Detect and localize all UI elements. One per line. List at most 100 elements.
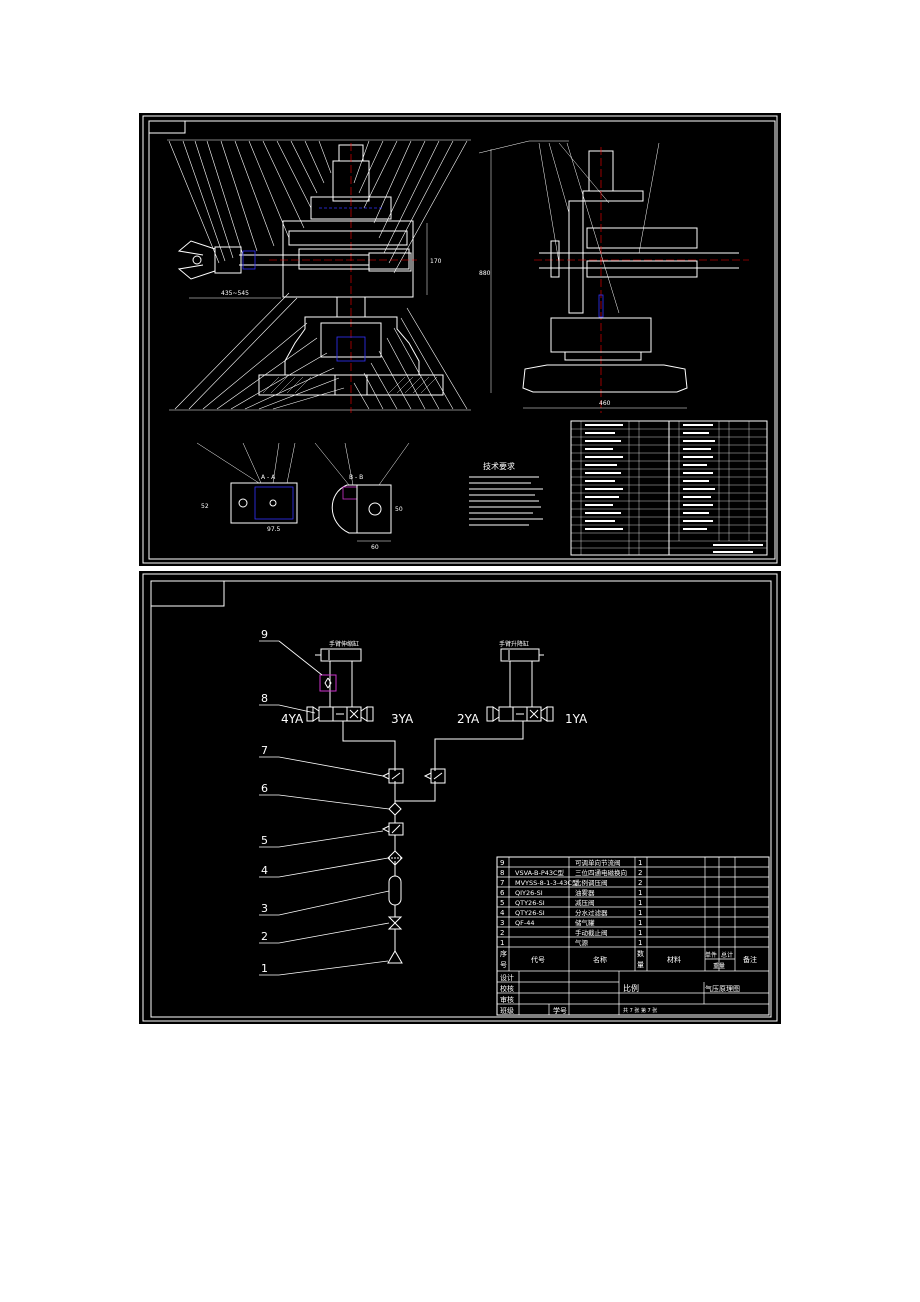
- callout-labels: 9 8 7 6 5 4 3 2 1: [259, 628, 390, 976]
- section-bb-label: B - B: [349, 474, 363, 481]
- bom-header-seq-a: 序: [500, 949, 507, 958]
- dim-height-main: 170: [430, 258, 442, 265]
- bom-row-qty: 1: [638, 939, 642, 947]
- right-cylinder-label: 手臂升降缸: [499, 640, 529, 648]
- callout-9: 9: [261, 628, 268, 641]
- callout-3: 3: [261, 902, 268, 915]
- pipe-network: [342, 721, 524, 951]
- left-cylinder: 手臂伸缩缸: [315, 640, 362, 707]
- bom-row-qty: 1: [638, 899, 642, 907]
- callout-1: 1: [261, 962, 268, 975]
- air-source-symbol: [387, 950, 403, 964]
- bom-row-no: 4: [500, 909, 505, 917]
- callout-6: 6: [261, 782, 268, 795]
- bom-row-name: 手动截止阀: [575, 928, 608, 937]
- solenoid-3ya: 3YA: [391, 712, 414, 726]
- bom-row-no: 7: [500, 879, 504, 887]
- left-cylinder-label: 手臂伸缩缸: [329, 640, 359, 648]
- dim-bb-height: 50: [395, 506, 403, 513]
- outer-border: [142, 573, 778, 1022]
- bom-row-no: 5: [500, 899, 504, 907]
- section-aa: A - A 97.5 52: [196, 442, 298, 533]
- bom-row-code: VSVA-B-P43C型: [515, 868, 565, 877]
- callout-8: 8: [261, 692, 268, 705]
- title-design: 设计: [500, 973, 514, 982]
- bom-header-seq-b: 号: [500, 961, 507, 969]
- dim-bb-width: 60: [371, 544, 379, 551]
- section-aa-label: A - A: [261, 474, 276, 481]
- bom-row-qty: 1: [638, 909, 642, 917]
- bom-row-name: 油雾器: [575, 888, 595, 897]
- bom-row: 6 QIY26-SI 油雾器 1: [500, 888, 642, 897]
- bom-row-code: QTY26-SI: [515, 909, 545, 917]
- proportional-valve-right[interactable]: [423, 768, 446, 784]
- side-view: 880 460: [478, 140, 749, 413]
- outer-border: [142, 115, 778, 564]
- bom-row-qty: 1: [638, 919, 642, 927]
- manual-shutoff-valve[interactable]: [387, 916, 403, 930]
- bom-row-code: QTY26-SI: [515, 899, 545, 907]
- bom-row-no: 6: [500, 889, 505, 897]
- bom-row-qty: 1: [638, 859, 642, 867]
- front-view: 435~545 170: [167, 139, 471, 413]
- bom-row-name: 三位四通电磁换向: [575, 868, 627, 877]
- bom-header-weight-a: 单件: [705, 951, 717, 959]
- bom-row-no: 8: [500, 869, 504, 877]
- title-class: 班级: [500, 1006, 514, 1015]
- dim-aa-width: 97.5: [267, 526, 281, 533]
- title-sheet-info: 共 7 张 第 7 张: [623, 1007, 657, 1014]
- bom-row-qty: 2: [638, 879, 642, 887]
- bom-row-name: 气源: [575, 938, 589, 947]
- inner-border: [148, 120, 776, 560]
- bom-row-code: QF-44: [515, 919, 534, 927]
- title-student-no: 学号: [553, 1006, 567, 1015]
- bom-row: 2 手动截止阀 1: [500, 928, 642, 937]
- bom-header-code: 代号: [531, 955, 545, 964]
- proportional-valve-left[interactable]: [381, 768, 404, 784]
- title-scale: 比例: [623, 983, 639, 993]
- title-review: 审核: [500, 995, 514, 1004]
- bom-row-name: 可调单向节流阀: [575, 858, 621, 867]
- bom-row-qty: 2: [638, 869, 642, 877]
- bom-row-code: QIY26-SI: [515, 889, 543, 897]
- dim-height-side: 880: [479, 270, 491, 277]
- bom-header-qty-b: 量: [637, 961, 644, 969]
- title-check: 校核: [500, 984, 514, 993]
- solenoid-1ya: 1YA: [565, 712, 588, 726]
- right-solenoid-valve[interactable]: [486, 706, 554, 722]
- left-solenoid-valve[interactable]: [306, 706, 374, 722]
- bom-table-sheet1: [570, 420, 768, 556]
- corner-code-box: [150, 580, 225, 607]
- lubricator-symbol: [388, 802, 402, 816]
- bom-header-material: 材料: [667, 955, 681, 964]
- dim-width-main: 435~545: [221, 290, 249, 297]
- water-filter-symbol: [387, 850, 403, 866]
- assembly-drawing-sheet: 435~545 170: [139, 113, 781, 566]
- callout-5: 5: [261, 834, 268, 847]
- bom-header-qty-a: 数: [637, 949, 644, 958]
- solenoid-4ya: 4YA: [281, 712, 304, 726]
- solenoid-2ya: 2YA: [457, 712, 480, 726]
- pressure-reducing-valve[interactable]: [381, 822, 404, 836]
- bom-row-code: MVYSS-8-1-3-43C型: [515, 878, 579, 887]
- section-bb: B - B 60 50: [314, 442, 410, 551]
- bom-row-no: 3: [500, 919, 504, 927]
- bom-row-qty: 1: [638, 889, 642, 897]
- bom-row-qty: 1: [638, 929, 642, 937]
- bom-row-name: 储气罐: [575, 918, 595, 927]
- bom-header-weight-b: 总计: [721, 951, 733, 959]
- bom-header-note: 备注: [743, 955, 757, 964]
- technical-requirements: 技术要求: [469, 461, 543, 526]
- bom-row-no: 2: [500, 929, 504, 937]
- dim-aa-height: 52: [201, 503, 209, 510]
- pneumatic-schematic-sheet: 手臂伸缩缸 手臂升降缸 4YA 3YA: [139, 571, 781, 1024]
- bom-row: 8 VSVA-B-P43C型 三位四通电磁换向 2: [500, 868, 642, 877]
- dim-width-side: 460: [599, 400, 611, 407]
- bom-header-name: 名称: [593, 955, 607, 964]
- bom-header-weight-c: 重量: [713, 962, 725, 970]
